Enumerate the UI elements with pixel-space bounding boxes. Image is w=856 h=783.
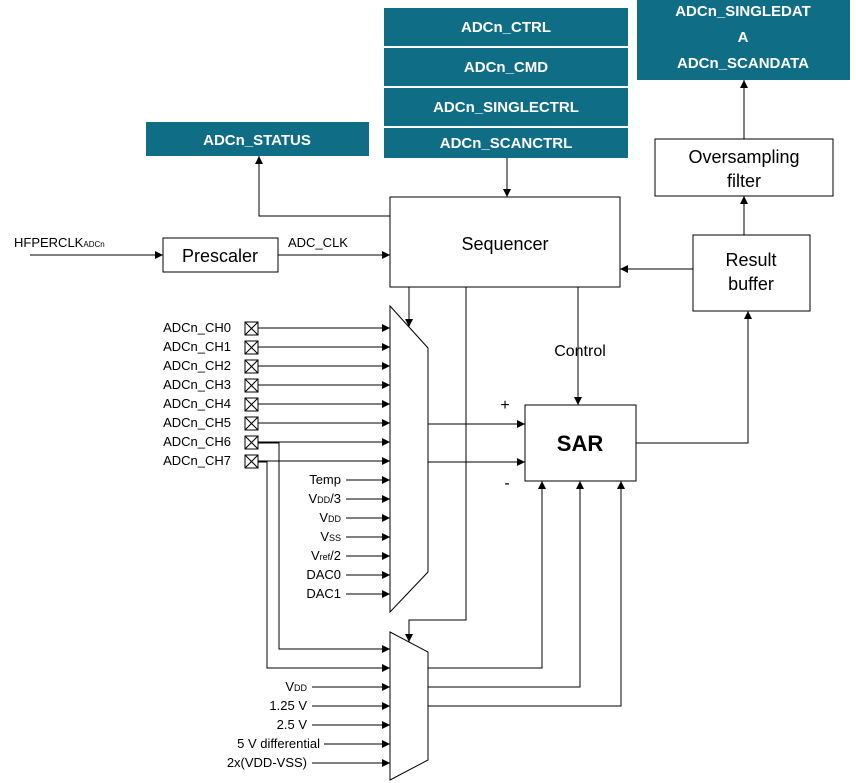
dac0-input-label: DAC0 (306, 567, 341, 582)
sar-label: SAR (557, 431, 604, 456)
singlectrl-register-label: ADCn_SINGLECTRL (433, 99, 579, 116)
oversampling-label-1: Oversampling (688, 147, 799, 167)
vdd-input-label: VDD (319, 510, 341, 525)
vdd-div3-main: V (308, 491, 317, 506)
temp-input-label: Temp (309, 472, 341, 487)
sequencer-box (389, 196, 621, 288)
ref-2v5-label: 2.5 V (277, 717, 308, 732)
pin-icons (244, 321, 259, 469)
scanctrl-register-label: ADCn_SCANCTRL (440, 135, 573, 152)
pin-icon (244, 340, 259, 355)
channel-label-7: ADCn_CH7 (163, 453, 231, 468)
cmd-register-label: ADCn_CMD (464, 59, 548, 76)
singledata-register-label-2: A (738, 29, 749, 46)
pin-icon (244, 454, 259, 469)
prescaler-box (162, 237, 279, 273)
pin-icon (244, 321, 259, 336)
ref-vdd-label: VDD (285, 679, 307, 694)
ref-5v-diff-label: 5 V differential (237, 736, 320, 751)
pin-icon (244, 378, 259, 393)
sar-box (524, 404, 637, 482)
data-register-box (637, 0, 850, 80)
status-register-box (146, 122, 369, 156)
vdd-sub: DD (328, 514, 341, 524)
ref-vdd-main: V (285, 679, 294, 694)
vdd-div3-input-label: VDD/3 (308, 491, 341, 506)
vdd-div3-sub: DD (317, 495, 330, 505)
channel-label-1: ADCn_CH1 (163, 339, 231, 354)
result-buffer-label-2: buffer (728, 274, 774, 294)
channel-label-5: ADCn_CH5 (163, 415, 231, 430)
sequencer-label: Sequencer (461, 234, 548, 254)
channel-inputs: ADCn_CH0 ADCn_CH1 ADCn_CH2 ADCn_CH3 ADCn… (163, 320, 231, 468)
prescaler-label: Prescaler (182, 246, 258, 266)
minus-sign: - (504, 475, 509, 492)
pin-icon (244, 416, 259, 431)
pin-icon (244, 359, 259, 374)
hfperclk-main: HFPERCLK (14, 235, 84, 250)
ctrl-register-box (384, 8, 628, 46)
hfperclk-label: HFPERCLKADCn (14, 235, 105, 250)
pin-icon (244, 435, 259, 450)
oversampling-label-2: filter (727, 171, 761, 191)
singlectrl-register-box (384, 88, 628, 126)
cmd-register-box (384, 48, 628, 86)
ref-vdd-sub: DD (294, 683, 307, 693)
scanctrl-register-box (384, 128, 628, 158)
ref-2x-vdd-vss-label: 2x(VDD-VSS) (227, 755, 307, 770)
control-label: Control (554, 343, 606, 360)
vref-div2-input-label: Vref/2 (311, 548, 341, 563)
vss-sub: SS (329, 533, 341, 543)
ref-1v25-label: 1.25 V (269, 698, 307, 713)
vss-input-label: VSS (320, 529, 341, 544)
hfperclk-sub: ADCn (83, 240, 104, 249)
channel-label-2: ADCn_CH2 (163, 358, 231, 373)
result-buffer-box (692, 234, 811, 312)
channel-label-6: ADCn_CH6 (163, 434, 231, 449)
channel-label-3: ADCn_CH3 (163, 377, 231, 392)
status-register-label: ADCn_STATUS (203, 132, 311, 149)
dac1-input-label: DAC1 (306, 586, 341, 601)
input-mux (389, 304, 429, 614)
vdd-main: V (319, 510, 328, 525)
vref-div2-sub: ref (320, 552, 331, 562)
channel-label-0: ADCn_CH0 (163, 320, 231, 335)
result-buffer-label-1: Result (725, 250, 776, 270)
channel-label-4: ADCn_CH4 (163, 396, 231, 411)
plus-sign: + (500, 397, 509, 414)
singledata-register-label-1: ADCn_SINGLEDAT (675, 3, 811, 20)
adc-clk-label: ADC_CLK (288, 235, 348, 250)
vss-main: V (320, 529, 329, 544)
vref-div2-tail: /2 (330, 548, 341, 563)
reference-mux (389, 631, 429, 781)
vdd-div3-tail: /3 (330, 491, 341, 506)
vref-div2-main: V (311, 548, 320, 563)
ctrl-register-label: ADCn_CTRL (461, 19, 551, 36)
scandata-register-label: ADCn_SCANDATA (677, 55, 809, 72)
pin-icon (244, 397, 259, 412)
channel-arrows (258, 324, 390, 767)
